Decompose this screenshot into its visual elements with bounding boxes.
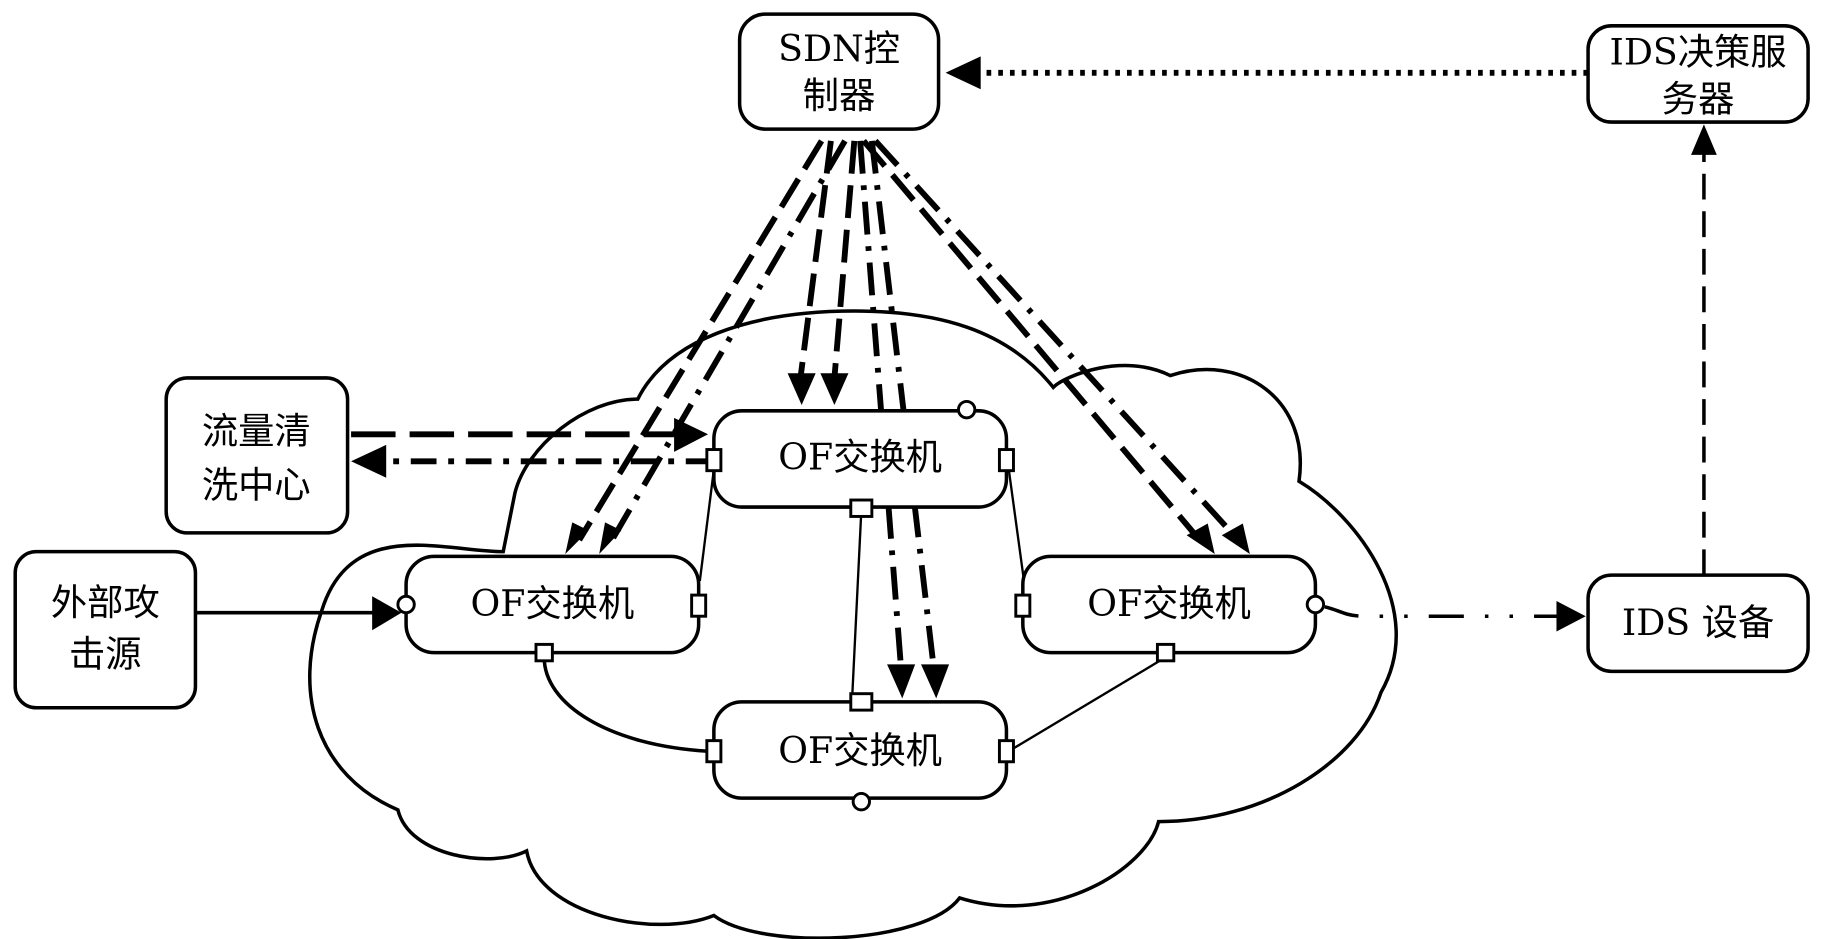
arrowhead-icon (599, 522, 622, 555)
port-circle-icon (1305, 594, 1326, 615)
of-switch-bottom-label: OF交换机 (778, 729, 942, 772)
link-controller-bottom-a (857, 140, 905, 670)
sdn-controller-label-line2: 制器 (803, 74, 876, 117)
ids-server-node[interactable]: IDS决策服 务器 (1586, 24, 1810, 124)
switch-ports (396, 399, 1326, 812)
sdn-controller-node[interactable]: SDN控 制器 (737, 12, 941, 131)
of-switch-bottom[interactable]: OF交换机 (712, 700, 1009, 800)
arrowhead-icon (674, 417, 709, 452)
port-icon (690, 593, 708, 618)
external-attacker-label-line2: 击源 (69, 633, 142, 676)
link-top-bottom (850, 510, 863, 702)
arrowhead-icon (921, 664, 950, 699)
of-switch-top-label: OF交换机 (778, 435, 942, 478)
link-controller-left-b (609, 139, 848, 542)
of-switch-right-label: OF交换机 (1087, 582, 1251, 625)
link-controller-right-b (873, 138, 1241, 542)
ids-server-label-line1: IDS决策服 (1610, 31, 1787, 74)
link-top-left (698, 469, 716, 582)
port-icon (1014, 593, 1032, 618)
arrowhead-icon (1186, 523, 1215, 555)
arrowhead-icon (787, 373, 816, 405)
link-right-bottom (1008, 656, 1167, 753)
link-controller-top-a (797, 140, 834, 379)
port-icon (1155, 642, 1176, 663)
controller-links (565, 138, 1250, 699)
of-switch-right[interactable]: OF交换机 (1021, 554, 1318, 655)
of-switch-left[interactable]: OF交换机 (404, 554, 701, 655)
of-switch-left-label: OF交换机 (471, 582, 635, 625)
cleaning-center-label-line2: 洗中心 (202, 464, 311, 507)
arrowhead-icon (1221, 523, 1250, 555)
link-controller-top-b (831, 140, 858, 379)
port-icon (849, 692, 874, 712)
port-icon (849, 498, 874, 518)
port-icon (997, 739, 1015, 764)
port-circle-icon (851, 791, 871, 812)
arrowhead-icon (820, 373, 849, 405)
port-icon (534, 642, 554, 663)
external-attacker-node[interactable]: 外部攻 击源 (13, 549, 198, 710)
sdn-controller-label-line1: SDN控 (778, 27, 900, 70)
cleaning-center-node[interactable]: 流量清 洗中心 (164, 376, 350, 535)
port-icon (705, 739, 723, 764)
link-top-right (1007, 469, 1026, 582)
link-controller-bottom-b (868, 140, 937, 670)
link-switch-ids-device (1324, 605, 1557, 618)
arrowhead-icon (945, 56, 981, 90)
ids-device-label: IDS 设备 (1622, 601, 1774, 644)
arrowhead-icon (565, 522, 589, 555)
external-attacker-label-line1: 外部攻 (51, 581, 160, 624)
ids-server-label-line2: 务器 (1662, 77, 1735, 120)
network-cloud (308, 309, 1398, 939)
link-left-bottom (542, 657, 709, 753)
arrowhead-icon (1556, 600, 1586, 632)
link-controller-left-a (576, 139, 825, 542)
arrowhead-icon (887, 664, 916, 699)
port-icon (705, 448, 723, 473)
of-switch-top[interactable]: OF交换机 (712, 409, 1009, 509)
port-icon (997, 448, 1015, 473)
arrowhead-icon (351, 444, 387, 478)
port-circle-icon (396, 594, 416, 615)
ids-device-node[interactable]: IDS 设备 (1586, 573, 1810, 674)
port-circle-icon (956, 399, 977, 420)
cleaning-center-label-line1: 流量清 (202, 410, 311, 453)
arrowhead-icon (1691, 124, 1717, 155)
arrowhead-icon (372, 596, 402, 631)
